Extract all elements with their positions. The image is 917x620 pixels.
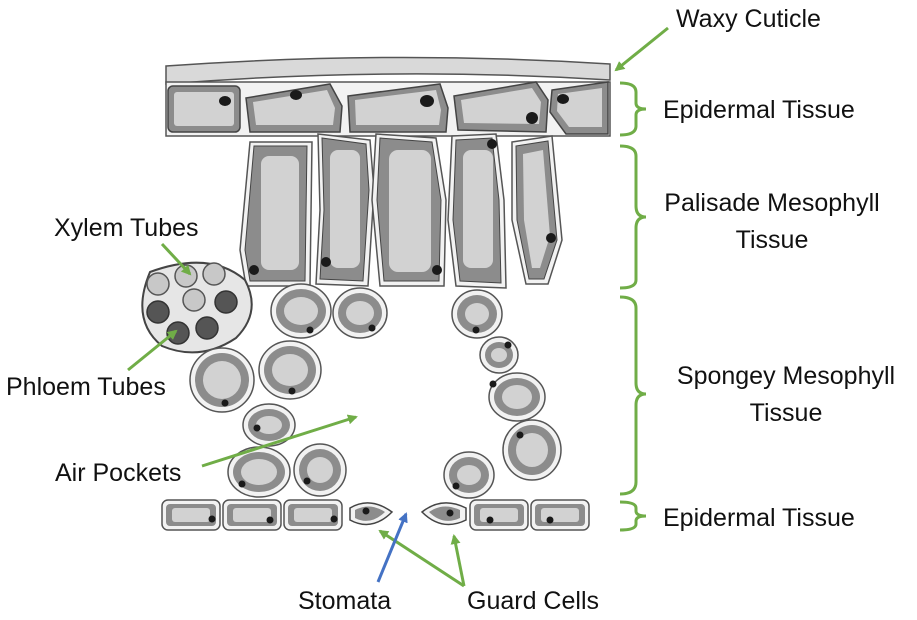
upper-epidermis — [165, 81, 611, 137]
label-palisade-line2: Tissue — [736, 226, 809, 254]
phloem-tube — [166, 321, 190, 345]
label-waxy-cuticle: Waxy Cuticle — [676, 5, 821, 33]
lower-epidermal-cell — [469, 499, 529, 531]
vascular-bundle — [141, 261, 253, 354]
lower-epidermal-cell — [283, 499, 343, 531]
bracket-upper-epidermis — [619, 81, 647, 137]
phloem-tube — [214, 290, 238, 314]
bracket-spongy — [619, 295, 647, 496]
xylem-arrow — [160, 242, 192, 276]
annotation-arrows — [127, 26, 669, 588]
palisade-cell — [371, 133, 447, 287]
xylem-tube — [202, 262, 226, 286]
spongy-cell — [293, 443, 347, 497]
spongy-cell — [189, 347, 255, 413]
bracket-palisade — [619, 144, 647, 290]
spongy-mesophyll — [189, 283, 562, 499]
label-spongy-line1: Spongey Mesophyll — [677, 362, 895, 390]
waxy-cuticle-arrow — [614, 26, 669, 72]
upper-epidermal-cell — [167, 85, 241, 133]
upper-epidermal-cell — [347, 83, 449, 133]
guard-cell-right — [420, 502, 467, 526]
spongy-cell — [479, 336, 519, 374]
palisade-cell — [315, 133, 375, 287]
upper-epidermal-cell — [453, 81, 549, 133]
spongy-cell — [227, 446, 291, 498]
upper-epidermal-cell — [549, 81, 609, 135]
label-xylem-tubes: Xylem Tubes — [54, 214, 199, 242]
xylem-tube — [146, 272, 170, 296]
lower-epidermal-cell — [222, 499, 282, 531]
label-spongy-line2: Tissue — [750, 399, 823, 427]
spongy-cell — [502, 419, 562, 481]
guard-cell-right-arrow — [450, 534, 466, 587]
spongy-cell — [443, 451, 495, 499]
bracket-lower-epidermis — [619, 500, 647, 532]
waxy-cuticle — [165, 56, 611, 85]
label-palisade-line1: Palisade Mesophyll — [664, 189, 879, 217]
tissue-brackets — [619, 81, 647, 532]
label-upper-epidermal-tissue: Epidermal Tissue — [663, 96, 855, 124]
lower-epidermis — [161, 499, 590, 531]
palisade-cell — [447, 133, 507, 289]
label-guard-cells: Guard Cells — [467, 587, 599, 615]
upper-epidermal-cell — [245, 83, 343, 133]
stomata-arrow — [376, 512, 408, 583]
spongy-cell — [451, 289, 503, 339]
lower-epidermal-cell — [530, 499, 590, 531]
spongy-cell — [258, 340, 322, 400]
label-phloem-tubes: Phloem Tubes — [6, 373, 166, 401]
palisade-cell — [239, 141, 313, 287]
label-lower-epidermal-tissue: Epidermal Tissue — [663, 504, 855, 532]
guard-cell-left — [349, 502, 394, 526]
phloem-tube — [146, 300, 170, 324]
guard-cell-left-arrow — [378, 529, 465, 588]
label-stomata: Stomata — [298, 587, 391, 615]
lower-epidermal-cell — [161, 499, 221, 531]
spongy-cell — [332, 287, 388, 339]
spongy-cell — [488, 372, 546, 422]
palisade-cell — [511, 135, 563, 285]
phloem-tube — [195, 316, 219, 340]
air-pockets-arrow — [201, 414, 358, 468]
spongy-cell — [270, 283, 332, 339]
xylem-tube — [182, 288, 206, 312]
label-air-pockets: Air Pockets — [55, 459, 181, 487]
palisade-mesophyll — [239, 133, 563, 289]
phloem-arrow — [127, 329, 178, 372]
